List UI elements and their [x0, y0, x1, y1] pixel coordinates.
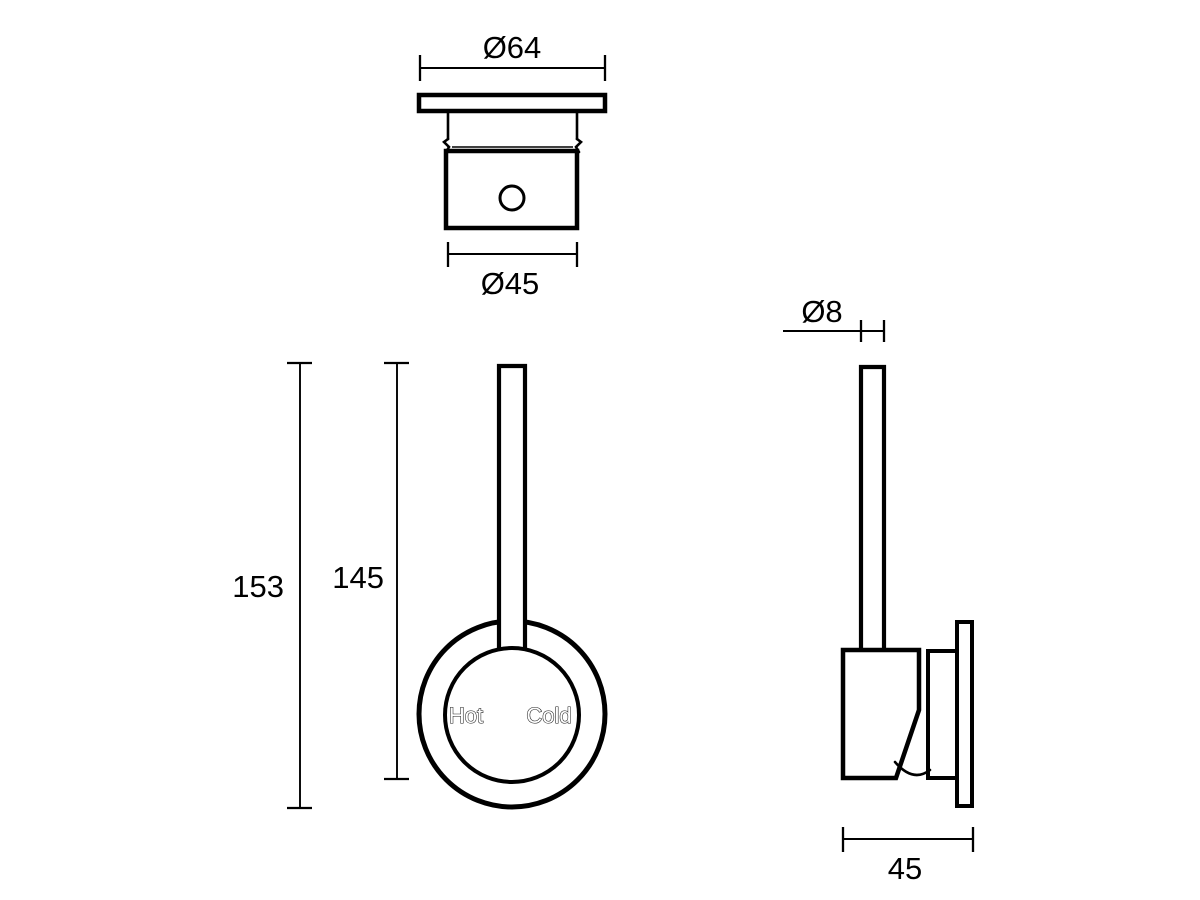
dim-label-depth: 45 [888, 851, 922, 886]
body-circle [443, 646, 581, 784]
handle-swing-arc [893, 760, 932, 777]
front-view: 153 145 Hot Cold [232, 361, 608, 810]
handle-stem-side [858, 364, 887, 651]
dimension-depth: 45 [841, 827, 975, 886]
mixer-body-side [840, 647, 922, 781]
dim-label-stem-diameter: Ø8 [801, 294, 842, 329]
side-view: Ø8 45 [783, 294, 975, 886]
dim-label-handle-height: 145 [332, 560, 384, 595]
dim-label-overall-height: 153 [232, 569, 284, 604]
dimension-body-diameter: Ø45 [446, 242, 579, 301]
collar-side [926, 649, 959, 780]
dimension-stem-diameter: Ø8 [783, 294, 886, 342]
top-view: Ø64 [416, 30, 608, 301]
hot-label: Hot [449, 703, 483, 728]
dimension-overall-height: 153 [232, 361, 312, 810]
wall-plate-side [955, 620, 974, 808]
cold-label: Cold [526, 703, 571, 728]
dim-label-body-diameter: Ø45 [481, 266, 540, 301]
screw-hole [498, 184, 526, 212]
collar-outline [442, 110, 583, 154]
flange-plate-outline [416, 92, 608, 114]
dimension-flange-diameter: Ø64 [418, 30, 607, 81]
dim-label-flange-diameter: Ø64 [483, 30, 542, 65]
handle-lever [496, 363, 528, 662]
dimension-handle-height: 145 [332, 361, 409, 781]
